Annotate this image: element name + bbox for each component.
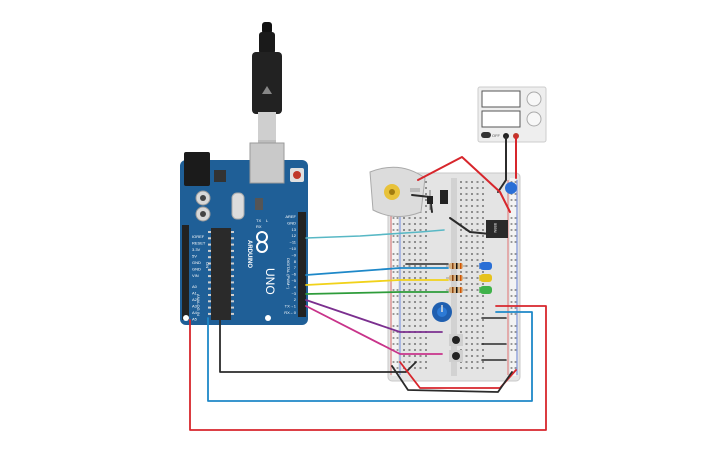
ic-555-label: 555N xyxy=(493,223,498,233)
ic-555[interactable]: 555N xyxy=(486,220,508,238)
digital-pin-label-10: ~5 xyxy=(291,278,296,283)
digital-pin-label-4: ~11 xyxy=(290,240,297,245)
analog-pin-label-0: A0 xyxy=(192,284,198,289)
wires xyxy=(189,135,547,431)
resistor-2[interactable] xyxy=(446,275,466,281)
digital-pin-label-6: ~9 xyxy=(291,252,296,257)
arduino-model-text: UNO xyxy=(263,268,277,295)
arduino-logo xyxy=(256,231,268,253)
ps-knob-voltage[interactable] xyxy=(526,91,542,107)
ps-knob-current[interactable] xyxy=(526,111,542,127)
digital-header-label: DIGITAL (PWM~) xyxy=(286,258,291,290)
digital-pin-label-11: 4 xyxy=(294,284,297,289)
digital-pin-label-13: 2 xyxy=(294,297,297,302)
led-blue[interactable] xyxy=(479,262,492,270)
ceramic-capacitor[interactable] xyxy=(505,182,517,194)
ps-power-switch[interactable] xyxy=(481,132,491,138)
analog-header-label: ANALOG IN xyxy=(196,294,201,316)
wire-ps-negative[interactable] xyxy=(497,135,507,193)
rx-label: RX xyxy=(256,224,262,229)
usb-cable[interactable] xyxy=(252,22,282,148)
power-pin-label-2: 3.3V xyxy=(192,247,201,252)
wire-purple[interactable] xyxy=(305,299,443,333)
digital-pin-label-2: 13 xyxy=(292,227,297,232)
digital-pin-label-1: GND xyxy=(287,220,296,225)
tx-label: TX xyxy=(256,218,261,223)
pushbutton-1[interactable] xyxy=(449,334,463,346)
analog-pin-label-4: A4 xyxy=(192,310,198,315)
arduino-uno-board[interactable]: ARDUINO UNO ON TX RX L DIGITAL (PWM~) AN… xyxy=(180,142,308,325)
usb-jack xyxy=(249,142,285,184)
analog-pin-label-1: A1 xyxy=(192,291,198,296)
dc-motor[interactable] xyxy=(369,166,426,217)
digital-pin-label-0: AREF xyxy=(285,214,296,219)
crystal xyxy=(231,192,245,220)
digital-pin-label-9: ~6 xyxy=(291,272,296,277)
wire-black-ic[interactable] xyxy=(449,217,491,235)
digital-pin-label-3: 12 xyxy=(292,233,297,238)
digital-pin-label-8: 7 xyxy=(294,265,297,270)
led-green[interactable] xyxy=(479,286,492,294)
digital-header xyxy=(298,212,306,317)
diode[interactable] xyxy=(427,190,433,210)
atmega-chip xyxy=(211,228,231,320)
digital-pin-label-15: RX←0 xyxy=(284,310,297,315)
wire-blue-d7[interactable] xyxy=(305,267,449,276)
analog-pin-label-2: A2 xyxy=(192,297,198,302)
power-pin-label-0: IOREF xyxy=(192,234,205,239)
potentiometer[interactable] xyxy=(432,302,452,322)
resistor-1[interactable] xyxy=(446,263,466,269)
ps-off-label: OFF xyxy=(492,133,501,138)
power-pin-label-3: 5V xyxy=(192,254,197,259)
digital-pin-label-7: 8 xyxy=(294,259,297,264)
ps-display-voltage xyxy=(481,90,521,108)
pushbutton-2[interactable] xyxy=(449,350,463,362)
power-analog-header xyxy=(182,225,189,320)
power-pin-label-4: GND xyxy=(192,260,201,265)
wire-magenta[interactable] xyxy=(305,305,443,355)
wire-yellow-d6[interactable] xyxy=(305,279,449,286)
wire-blue-loop[interactable] xyxy=(207,311,533,402)
wire-red-loop[interactable] xyxy=(189,305,547,431)
resistor-3[interactable] xyxy=(446,287,466,293)
transistor[interactable] xyxy=(440,190,448,204)
l-led-label: L xyxy=(266,218,269,223)
wire-black-gnd[interactable] xyxy=(219,317,417,373)
digital-pin-label-12: ~3 xyxy=(291,291,296,296)
power-pin-label-5: GND xyxy=(192,267,201,272)
analog-pin-label-3: A3 xyxy=(192,304,198,309)
resistors xyxy=(446,263,466,293)
digital-pin-label-5: ~10 xyxy=(289,246,297,251)
ps-display-current xyxy=(481,110,521,128)
digital-pin-label-14: TX→1 xyxy=(285,304,297,309)
analog-pin-label-5: A5 xyxy=(192,317,198,322)
power-pin-label-6: VIN xyxy=(192,273,199,278)
led-yellow[interactable] xyxy=(479,274,492,282)
wire-red-top[interactable] xyxy=(417,156,511,213)
wire-black-bottom[interactable] xyxy=(391,365,513,393)
on-led-label: ON xyxy=(205,262,210,268)
power-pin-label-1: RESET xyxy=(192,241,206,246)
wire-teal[interactable] xyxy=(305,229,445,239)
power-jack xyxy=(184,152,210,186)
arduino-brand-text: ARDUINO xyxy=(246,240,252,268)
power-supply[interactable]: OFF xyxy=(477,86,547,143)
leds xyxy=(479,262,492,294)
wire-green-d5[interactable] xyxy=(305,291,449,295)
